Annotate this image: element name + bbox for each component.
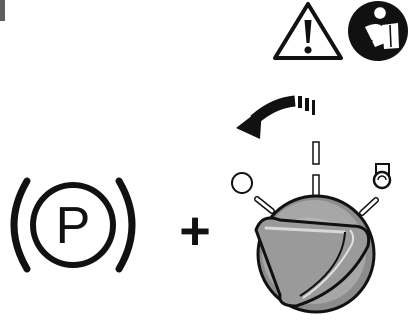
selector-knob bbox=[256, 196, 374, 312]
parking-brake-letter: P bbox=[56, 197, 91, 255]
warning-triangle-icon bbox=[275, 4, 341, 58]
rotate-left-arrow-icon bbox=[236, 96, 315, 139]
position-mark-circle bbox=[232, 173, 272, 211]
read-manual-icon bbox=[348, 1, 408, 61]
position-mark-lock bbox=[362, 164, 390, 213]
parking-brake-icon: P bbox=[14, 181, 132, 269]
position-mark-neutral bbox=[313, 142, 319, 197]
plus-sign: + bbox=[179, 201, 211, 261]
